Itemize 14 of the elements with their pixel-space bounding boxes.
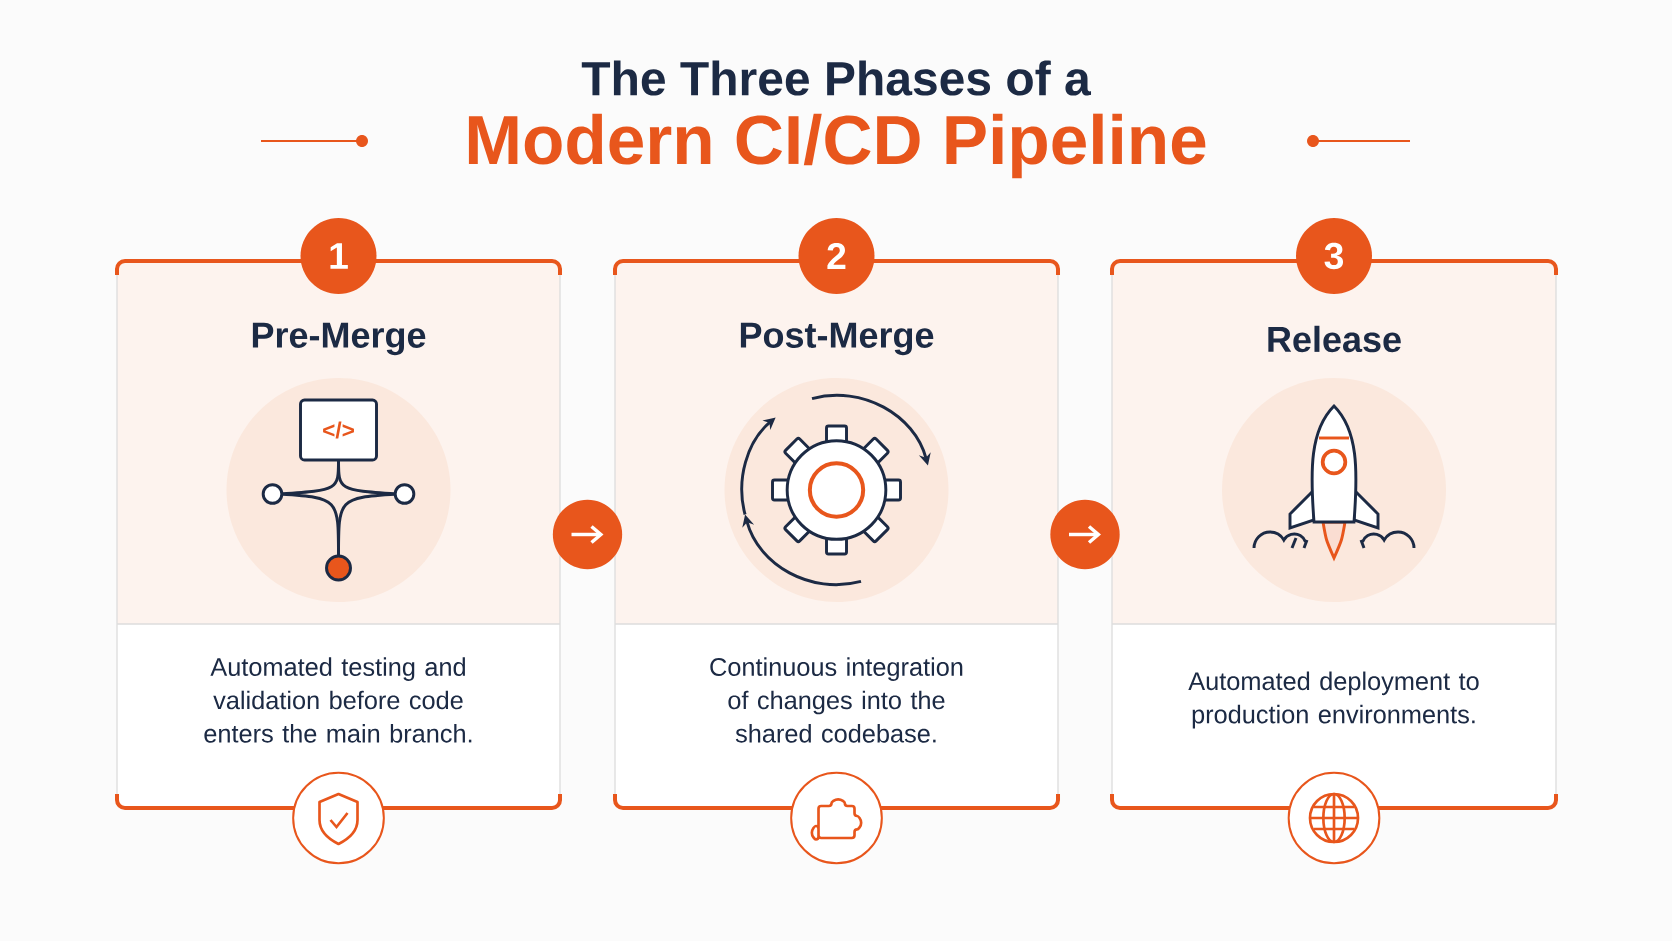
arrow — [1050, 499, 1120, 570]
step-number-badge: 3 — [1296, 218, 1372, 294]
arrow — [552, 499, 623, 570]
phase-heading: Post-Merge — [740, 322, 934, 356]
step-number-badge: 2 — [798, 218, 875, 294]
phase-heading: Pre-Merge — [252, 322, 426, 356]
code-symbol: </> — [323, 421, 354, 439]
description-text: Continuous integration of changes into the shared codebase. — [710, 657, 963, 743]
description-text: Automated deployment to production environments. — [1188, 671, 1479, 729]
title: The Three Phases of a — [581, 60, 1092, 96]
phase-heading: Release — [1268, 325, 1401, 353]
description-text: Automated testing and validation before code enters the main branch. — [204, 657, 472, 743]
step-number-badge: 1 — [300, 218, 377, 294]
title: Modern CI/CD Pipeline — [468, 113, 1206, 179]
